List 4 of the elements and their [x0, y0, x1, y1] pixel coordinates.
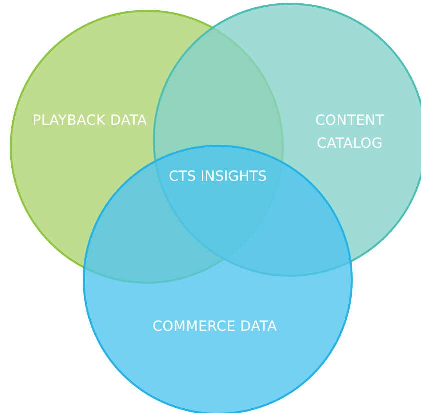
- circle-label: CONTENT CATALOG: [314, 112, 386, 154]
- circle-label: PLAYBACK DATA: [32, 112, 148, 131]
- circle-label: COMMERCE DATA: [152, 318, 278, 337]
- overlap-label: CTS INSIGHTS: [168, 168, 268, 187]
